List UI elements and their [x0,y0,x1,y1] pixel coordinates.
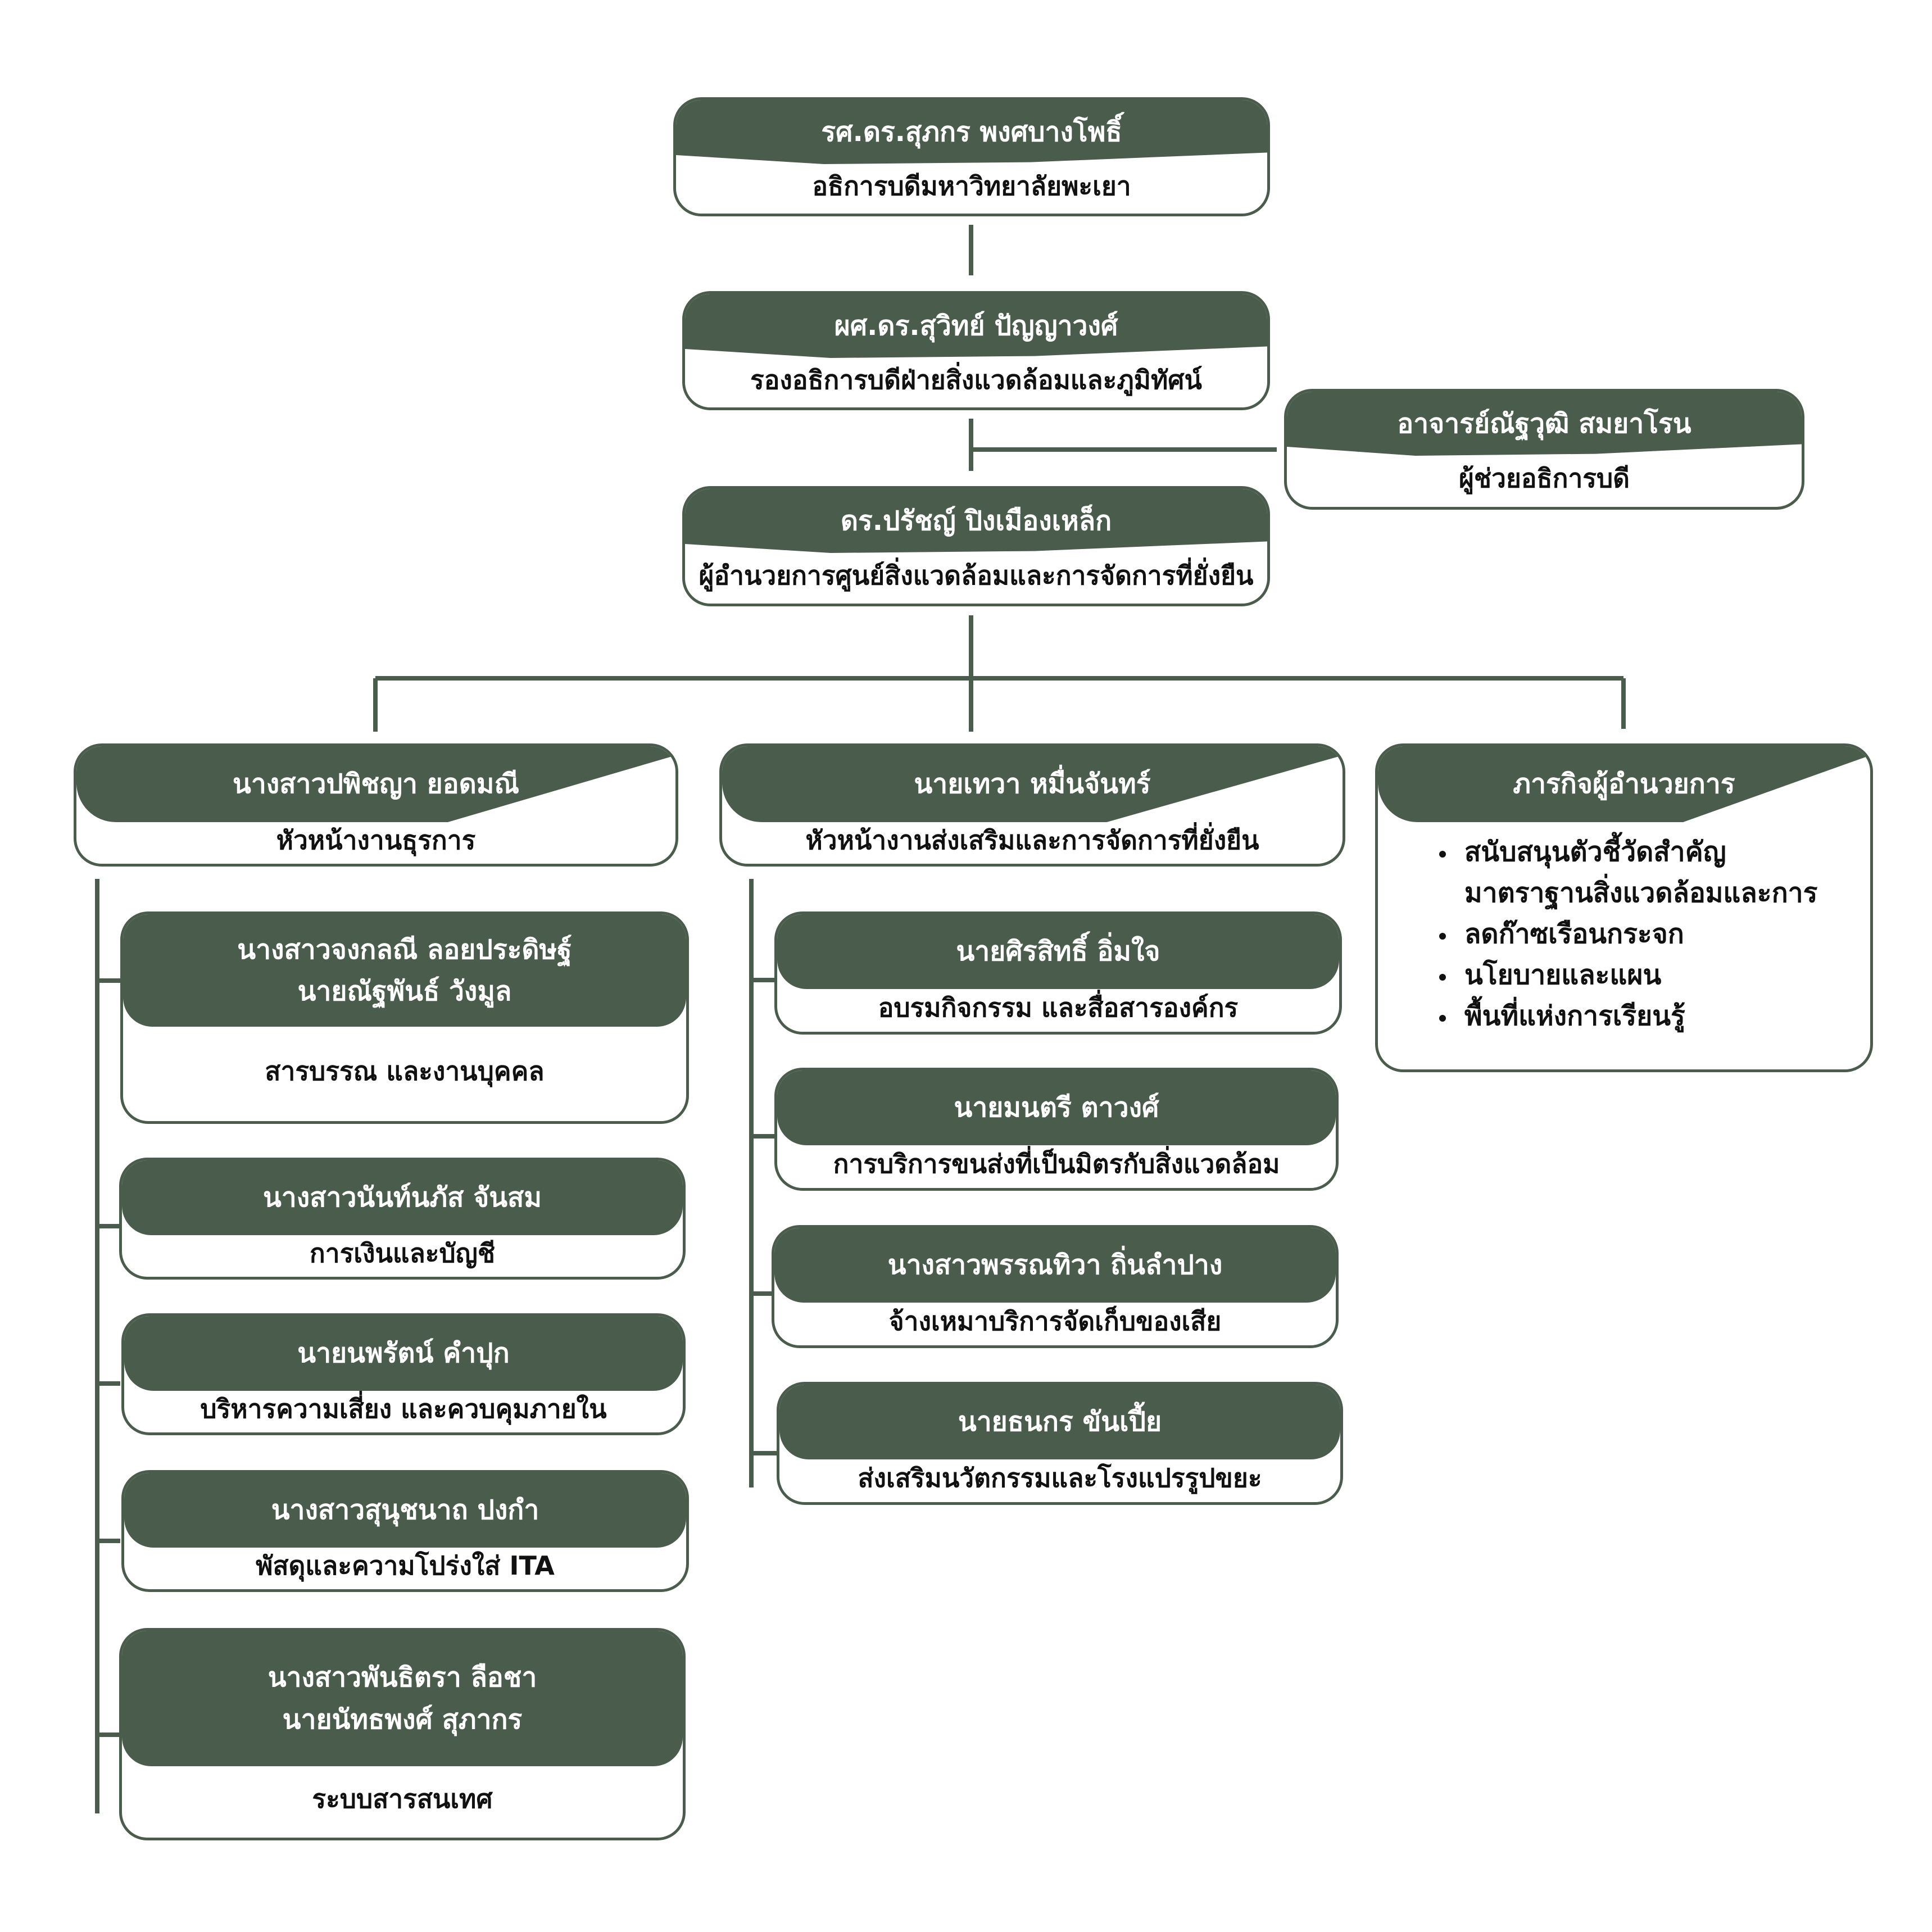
unit-card-finance: นางสาวนันท์นภัส จันสม การเงินและบัญชี [119,1158,686,1280]
president-card: รศ.ดร.สุภกร พงศบางโพธิ์ อธิการบดีมหาวิทย… [673,97,1270,216]
unit-role: ระบบสารสนเทศ [312,1784,493,1814]
unit-card-transport: นายมนตรี ตาวงศ์ การบริการขนส่งที่เป็นมิต… [774,1068,1339,1191]
president-role: อธิการบดีมหาวิทยาลัยพะเยา [812,170,1131,201]
mission-item: สนับสนุนตัวชี้วัดสำคัญ [1457,832,1858,873]
unit-person-name: นางสาวจงกลณี ลอยประดิษฐ์ [237,933,572,965]
unit-role: บริหารความเสี่ยง และควบคุมภายใน [200,1393,607,1424]
admin-head-name: นางสาวปพิชญา ยอดมณี [233,768,519,800]
vice-president-role: รองอธิการบดีฝ่ายสิ่งแวดล้อมและภูมิทัศน์ [750,364,1202,395]
unit-card-it: นางสาวพันธิตรา ลือชา นายนัทธพงศ์ สุภากร … [119,1628,686,1840]
assistant-name: อาจารย์ณัฐวุฒิ สมยาโรน [1397,407,1691,439]
mission-title: ภารกิจผู้อำนวยการ [1513,768,1735,800]
unit-person-name: นายธนกร ขันเปี้ย [958,1406,1162,1438]
mission-item: พื้นที่แห่งการเรียนรู้ [1457,996,1858,1037]
unit-person-name: นายนัทธพงศ์ สุภากร [282,1703,523,1735]
assistant-role: ผู้ช่วยอธิการบดี [1458,463,1630,493]
director-role: ผู้อำนวยการศูนย์สิ่งแวดล้อมและการจัดการท… [699,560,1254,591]
unit-card-waste: นางสาวพรรณทิวา ถิ่นลำปาง จ้างเหมาบริการจ… [772,1225,1339,1348]
vice-president-name: ผศ.ดร.สุวิทย์ ปัญญาวงศ์ [834,310,1118,342]
unit-person-name: นายศิรสิทธิ์ อิ่มใจ [956,936,1160,968]
promotion-head-name: นายเทวา หมื่นจันทร์ [914,768,1151,800]
admin-head-role: หัวหน้างานธุรการ [276,824,476,855]
assistant-card: อาจารย์ณัฐวุฒิ สมยาโรน ผู้ช่วยอธิการบดี [1284,389,1804,510]
admin-head-card: นางสาวปพิชญา ยอดมณี หัวหน้างานธุรการ [74,743,678,867]
unit-person-name: นางสาวพันธิตรา ลือชา [267,1662,537,1694]
promotion-head-role: หัวหน้างานส่งเสริมและการจัดการที่ยั่งยืน [805,824,1259,855]
unit-role: ส่งเสริมนวัตกรรมและโรงแปรรูปขยะ [858,1462,1262,1493]
mission-card: ภารกิจผู้อำนวยการ สนับสนุนตัวชี้วัดสำคัญ… [1375,743,1873,1072]
unit-person-name: นายมนตรี ตาวงศ์ [954,1092,1159,1124]
promotion-head-card: นายเทวา หมื่นจันทร์ หัวหน้างานส่งเสริมแล… [719,743,1345,867]
mission-item: มาตราฐานสิ่งแวดล้อมและการ ลดก๊าซเรือนกระ… [1457,873,1858,955]
unit-role: จ้างเหมาบริการจัดเก็บของเสีย [888,1305,1222,1336]
unit-person-name: นางสาวพรรณทิวา ถิ่นลำปาง [887,1249,1223,1281]
unit-role: อบรมกิจกรรม และสื่อสารองค์กร [878,992,1239,1023]
president-name: รศ.ดร.สุภกร พงศบางโพธิ์ [821,116,1122,148]
unit-card-records: นางสาวจงกลณี ลอยประดิษฐ์ นายณัฐพันธ์ วัง… [120,911,689,1124]
unit-person-name: นางสาวสุนุชนาถ ปงกำ [271,1494,539,1526]
director-card: ดร.ปรัชญ์ ปิงเมืองเหล็ก ผู้อำนวยการศูนย์… [682,486,1270,606]
vice-president-card: ผศ.ดร.สุวิทย์ ปัญญาวงศ์ รองอธิการบดีฝ่าย… [682,291,1270,410]
mission-list: สนับสนุนตัวชี้วัดสำคัญ มาตราฐานสิ่งแวดล้… [1417,832,1858,1037]
unit-role: การเงินและบัญชี [309,1237,496,1268]
unit-card-risk: นายนพรัตน์ คำปุก บริหารความเสี่ยง และควบ… [121,1313,686,1435]
unit-person-name: นายนพรัตน์ คำปุก [297,1337,510,1369]
unit-person-name: นางสาวนันท์นภัส จันสม [262,1182,542,1214]
unit-card-innovation: นายธนกร ขันเปี้ย ส่งเสริมนวัตกรรมและโรงแ… [777,1382,1343,1505]
mission-item: นโยบายและแผน [1457,955,1858,996]
unit-role: พัสดุและความโปร่งใส่ ITA [256,1550,555,1581]
unit-card-procurement: นางสาวสุนุชนาถ ปงกำ พัสดุและความโปร่งใส่… [121,1470,689,1592]
unit-role: การบริการขนส่งที่เป็นมิตรกับสิ่งแวดล้อม [833,1148,1280,1179]
director-name: ดร.ปรัชญ์ ปิงเมืองเหล็ก [840,505,1112,537]
unit-card-training: นายศิรสิทธิ์ อิ่มใจ อบรมกิจกรรม และสื่อส… [774,911,1342,1035]
unit-person-name: นายณัฐพันธ์ วังมูล [297,976,512,1007]
unit-role: สารบรรณ และงานบุคคล [265,1055,545,1086]
